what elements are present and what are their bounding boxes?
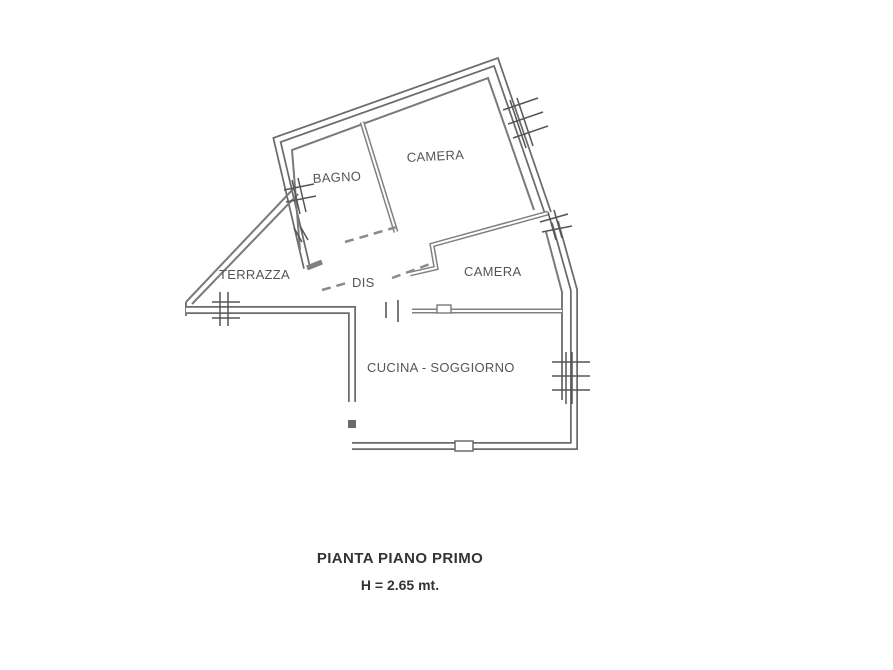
- room-label-bagno: BAGNO: [312, 168, 361, 186]
- bottom-wall-notch: [454, 440, 474, 452]
- camera-bottom-wall-inner: [409, 212, 549, 275]
- lower-block: [186, 220, 578, 452]
- bagno-bottom-wall: [306, 259, 323, 271]
- room-labels: BAGNO CAMERA CAMERA TERRAZZA DIS CUCINA …: [219, 147, 521, 375]
- room-label-dis: DIS: [352, 275, 375, 290]
- bagno-camera-partition-inner: [361, 121, 397, 233]
- window-soggiorno-right: [552, 352, 590, 404]
- soggiorno-bottom-wall-inner: [352, 398, 577, 449]
- upper-block-outer-wall-inner: [274, 59, 551, 269]
- room-label-camera-1: CAMERA: [406, 147, 464, 165]
- room-label-cucina-soggiorno: CUCINA - SOGGIORNO: [367, 360, 515, 375]
- window-bagno: [283, 177, 317, 243]
- bagno-door-opening: [344, 224, 401, 244]
- plan-title: PIANTA PIANO PRIMO: [316, 550, 484, 567]
- camera2-wall-notch: [436, 304, 452, 314]
- room-label-terrazza: TERRAZZA: [219, 267, 290, 282]
- window-camera2-corner: [539, 209, 573, 241]
- dis-door-opening-left: [321, 280, 351, 292]
- terrazza-area: [185, 185, 299, 316]
- window-camera-upper: [502, 97, 549, 149]
- window-terrazza: [212, 292, 240, 326]
- soggiorno-bottom-wall: [352, 398, 578, 450]
- ceiling-height: H = 2.65 mt.: [360, 577, 440, 593]
- terrazza-bottom-wall: [186, 306, 356, 402]
- right-wall-inner-line: [545, 231, 563, 400]
- terrazza-railing-diagonal: [185, 185, 297, 303]
- room-label-camera-2: CAMERA: [464, 264, 521, 279]
- windows: [212, 97, 590, 404]
- terrazza-bottom-wall-inner: [186, 307, 355, 402]
- terrazza-railing-diagonal-2: [191, 193, 299, 305]
- upper-rotated-block: [272, 56, 552, 277]
- dis-door-opening-right: [391, 262, 431, 280]
- plan-caption: PIANTA PIANO PRIMO H = 2.65 mt.: [0, 550, 800, 593]
